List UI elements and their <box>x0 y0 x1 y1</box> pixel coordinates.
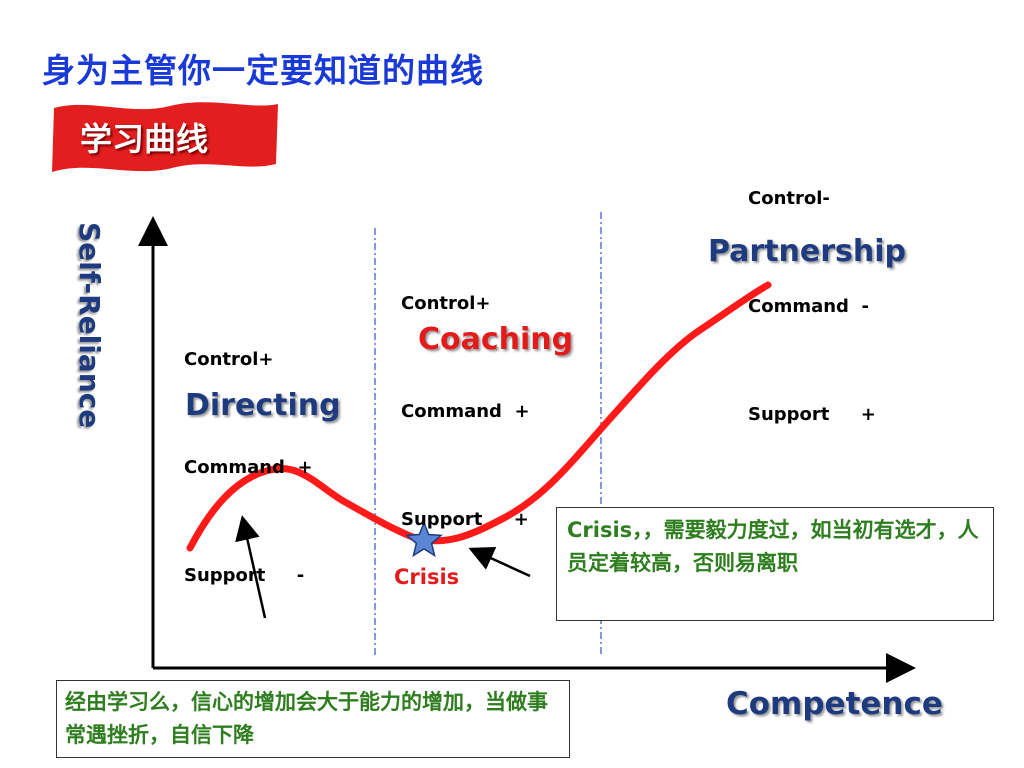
learning-note-text: 经由学习么，信心的增加会大于能力的增加，当做事常遇挫折，自信下降 <box>65 690 548 747</box>
x-axis-label: Competence <box>726 686 943 722</box>
stage-label-directing: Directing <box>185 388 341 423</box>
coaching-command: Command + <box>401 401 530 422</box>
stage-label-coaching: Coaching <box>418 322 574 357</box>
directing-control: Control+ <box>184 349 274 370</box>
crisis-note-text: Crisis，，需要毅力度过，如当初有选才，人员定着较高，否则易离职 <box>567 518 979 575</box>
directing-command: Command + <box>184 457 313 478</box>
coaching-support: Support + <box>401 509 529 530</box>
crisis-note-arrow <box>468 546 531 578</box>
y-axis-label: Self-Reliance <box>73 222 106 429</box>
learning-note-arrow <box>235 515 267 619</box>
coaching-ccs: Control+ Command + Support + <box>401 214 530 574</box>
coaching-control: Control+ <box>401 293 491 314</box>
slide-title: 身为主管你一定要知道的曲线 <box>42 51 484 90</box>
banner-label: 学习曲线 <box>80 120 209 158</box>
banner-flag-shape <box>52 102 278 172</box>
directing-ccs: Control+ Command + Support - <box>184 270 313 630</box>
crisis-label: Crisis <box>394 565 460 589</box>
stage-label-partnership: Partnership <box>708 234 907 269</box>
crisis-note-box: Crisis，，需要毅力度过，如当初有选才，人员定着较高，否则易离职 <box>556 507 994 621</box>
partnership-command: Command - <box>748 296 869 317</box>
learning-curve <box>186 281 772 552</box>
crisis-star-icon <box>405 521 443 558</box>
partnership-support: Support + <box>748 404 876 425</box>
directing-support: Support - <box>184 565 305 586</box>
learning-curve-banner: 学习曲线 <box>50 100 282 174</box>
learning-note-box: 经由学习么，信心的增加会大于能力的增加，当做事常遇挫折，自信下降 <box>56 680 570 758</box>
partnership-control: Control- <box>748 188 830 209</box>
partnership-ccs: Control- Command - Support + <box>748 109 876 469</box>
